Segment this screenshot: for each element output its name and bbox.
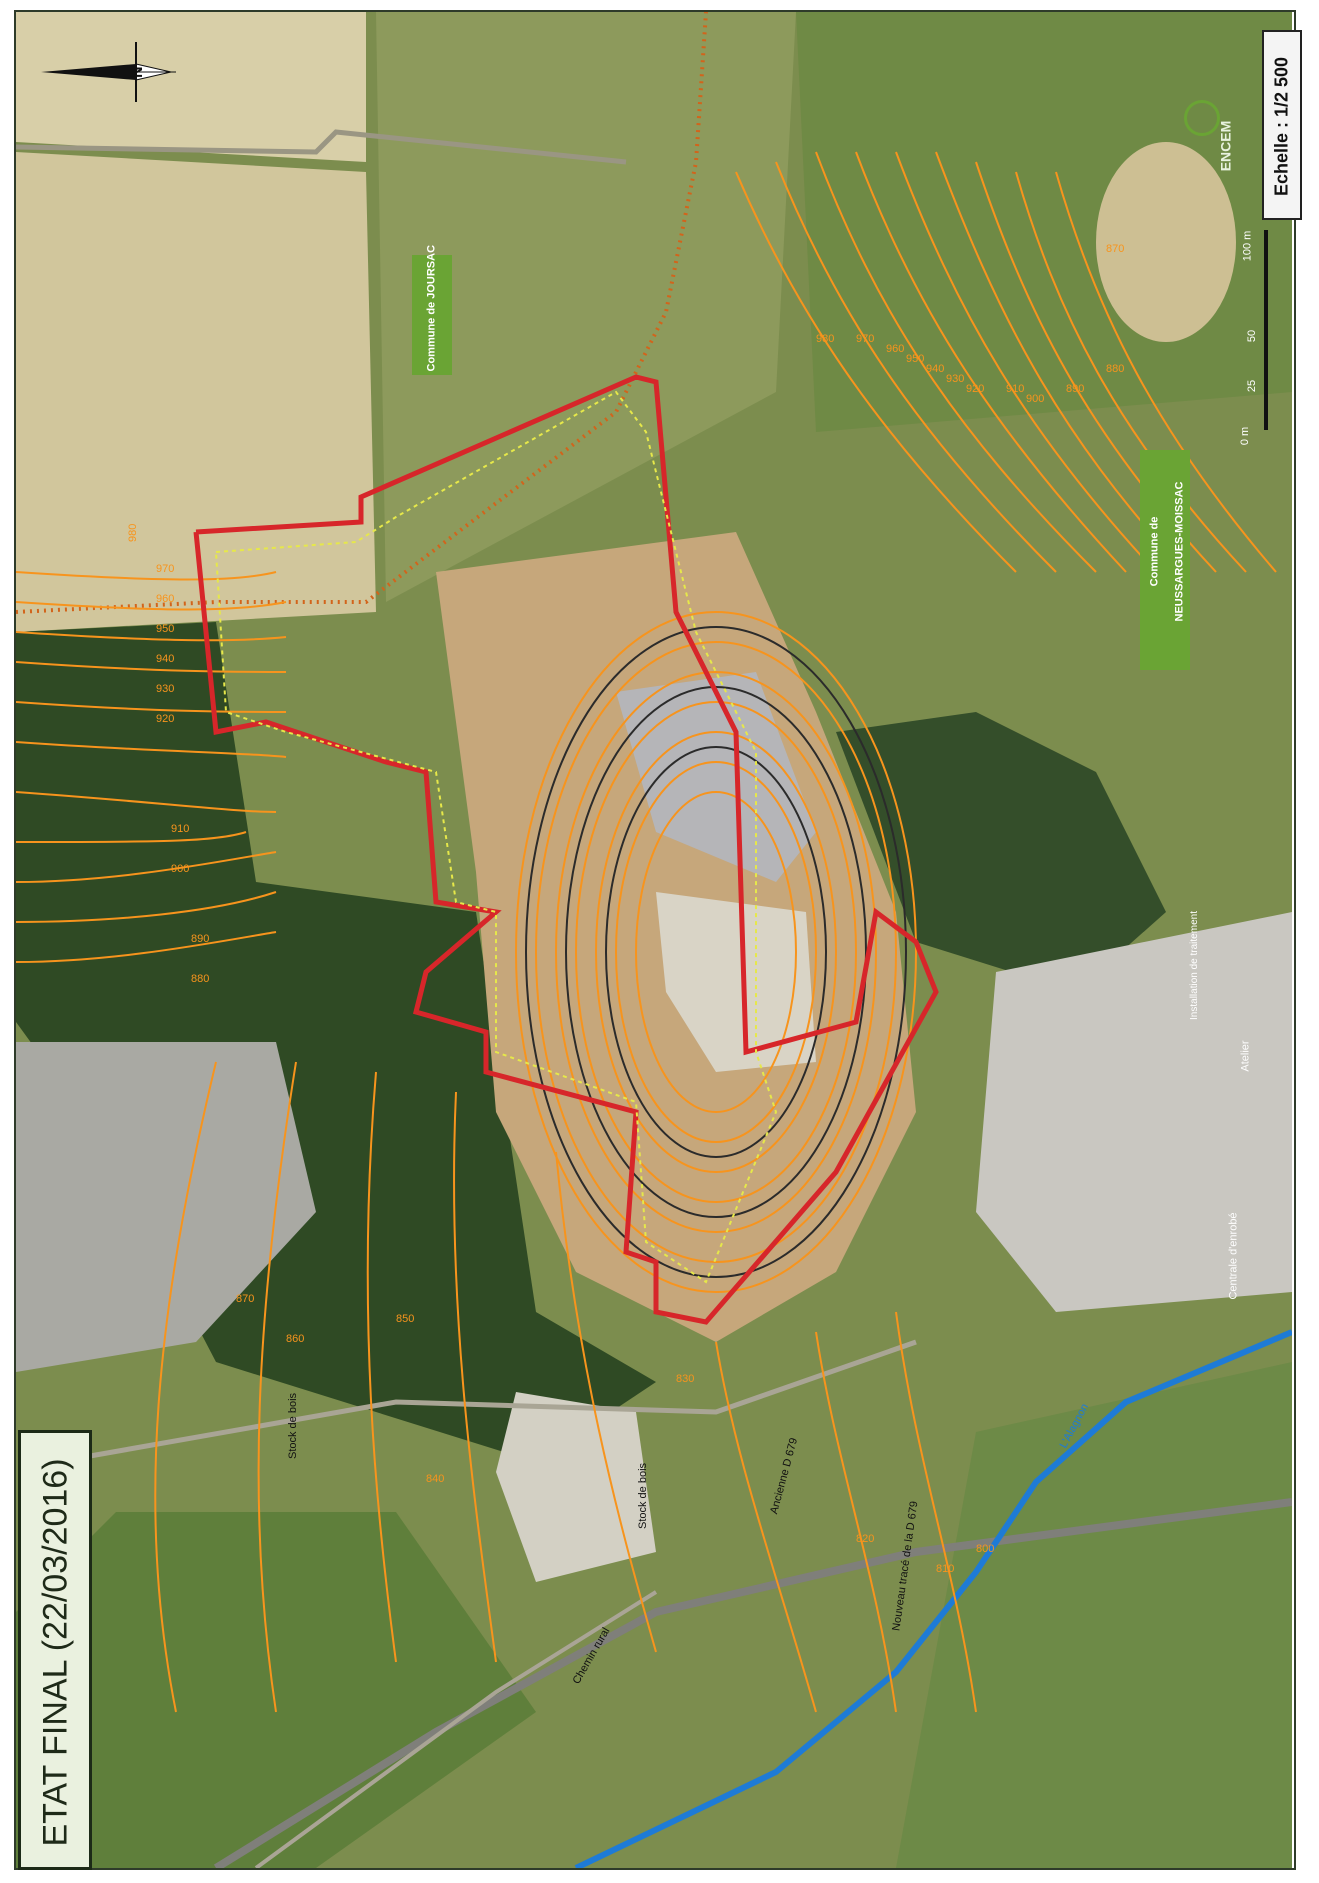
- extraction-limit: [215, 390, 778, 1284]
- contour-label: 900: [1026, 393, 1044, 405]
- river-line: [574, 1329, 1292, 1868]
- map-frame: [14, 10, 1296, 1870]
- contour-label: 920: [966, 383, 984, 395]
- contour-label: 960: [156, 593, 174, 605]
- contour-label: 950: [156, 623, 174, 635]
- centrale-label: Centrale d'enrobé: [1227, 1212, 1240, 1300]
- contour-label: 870: [1106, 243, 1124, 255]
- stockpile-area: [496, 1392, 656, 1582]
- scale-label: Echelle : 1/2 500: [1271, 56, 1292, 197]
- commune-joursac-label: Commune de JOURSAC: [412, 245, 452, 375]
- commune-neussargues-label: Commune de NEUSSARGUES-MOISSAC: [1140, 450, 1190, 670]
- contour-label: 970: [856, 333, 874, 345]
- contour-labels-left: 980 970 960 950 940 930 920 910 900 890 …: [127, 524, 209, 985]
- road-top: [16, 129, 627, 165]
- scale-tick-0: 0 m: [1239, 426, 1252, 446]
- contour-label: 880: [191, 973, 209, 985]
- contour-label: 970: [156, 563, 174, 575]
- contour-label: 850: [396, 1313, 414, 1325]
- contour-label: 820: [856, 1533, 874, 1545]
- scale-tick-100: 100 m: [1241, 230, 1254, 262]
- contour-label: 860: [286, 1333, 304, 1345]
- encem-logo: ENCEM: [1170, 90, 1234, 172]
- field-bottom-right: [896, 1362, 1292, 1868]
- stock-bois-label-2: Stock de bois: [637, 1462, 650, 1530]
- quarry-floor: [656, 892, 816, 1072]
- forest-right-slope: [836, 712, 1166, 992]
- contour-labels-bottom: 870 860 850 840 830 820 810 800: [236, 1293, 994, 1575]
- contour-label: 890: [1066, 383, 1084, 395]
- contour-label: 910: [171, 823, 189, 835]
- contour-label: 840: [426, 1473, 444, 1485]
- road-chemin-rural: [254, 1590, 658, 1868]
- contour-labels-right: 980 970 960 950 940 930 920 910 900 890 …: [816, 243, 1124, 405]
- aerial-map: 980 970 960 950 940 930 920 910 900 890 …: [16, 12, 1292, 1868]
- contour-label: 830: [676, 1373, 694, 1385]
- contour-label: 800: [976, 1543, 994, 1555]
- map-title: ETAT FINAL (22/03/2016): [36, 1458, 75, 1847]
- scale-tick-50: 50: [1246, 329, 1259, 343]
- installation-label: Installation de traitement: [1188, 911, 1200, 1020]
- contour-label: 950: [906, 353, 924, 365]
- scale-box: Echelle : 1/2 500: [1262, 30, 1302, 220]
- contour-label: 870: [236, 1293, 254, 1305]
- field-round-right: [1096, 142, 1236, 342]
- contour-label: 930: [946, 373, 964, 385]
- contour-label: 890: [191, 933, 209, 945]
- field-top-left: [16, 12, 366, 162]
- contour-label: 880: [1106, 363, 1124, 375]
- scale-tick-25: 25: [1246, 379, 1259, 393]
- scale-bar: 0 m 25 50 100 m: [1239, 230, 1270, 450]
- encem-logo-mark: [1184, 100, 1220, 136]
- contour-label: 940: [156, 653, 174, 665]
- contour-label: 930: [156, 683, 174, 695]
- field-top-left-2: [16, 152, 376, 632]
- quarry-benches: [515, 611, 917, 1293]
- atelier-label: Atelier: [1239, 1040, 1252, 1072]
- quarry-perimeter[interactable]: [193, 374, 939, 1325]
- contour-label: 960: [886, 343, 904, 355]
- contour-label: 910: [1006, 383, 1024, 395]
- road-d679-new: [213, 1498, 1292, 1868]
- contour-label: 980: [816, 333, 834, 345]
- north-arrow: N: [41, 42, 176, 102]
- road-ancienne-d679: [55, 1339, 917, 1465]
- quarry-grey-bench: [616, 672, 816, 882]
- contour-label: 980: [127, 524, 139, 542]
- stock-bois-label-1: Stock de bois: [287, 1392, 300, 1460]
- contour-label: 920: [156, 713, 174, 725]
- encem-logo-text: ENCEM: [1217, 120, 1234, 172]
- contour-label: 940: [926, 363, 944, 375]
- title-box: ETAT FINAL (22/03/2016): [18, 1430, 92, 1870]
- contour-label: 810: [936, 1563, 954, 1575]
- field-bottom: [16, 1512, 536, 1868]
- plant-area: [976, 912, 1292, 1312]
- north-letter: N: [129, 66, 146, 78]
- contour-label: 900: [171, 863, 189, 875]
- parking-area: [16, 1042, 316, 1372]
- scale-bar-line: [1264, 230, 1268, 430]
- field-top-middle: [376, 12, 796, 602]
